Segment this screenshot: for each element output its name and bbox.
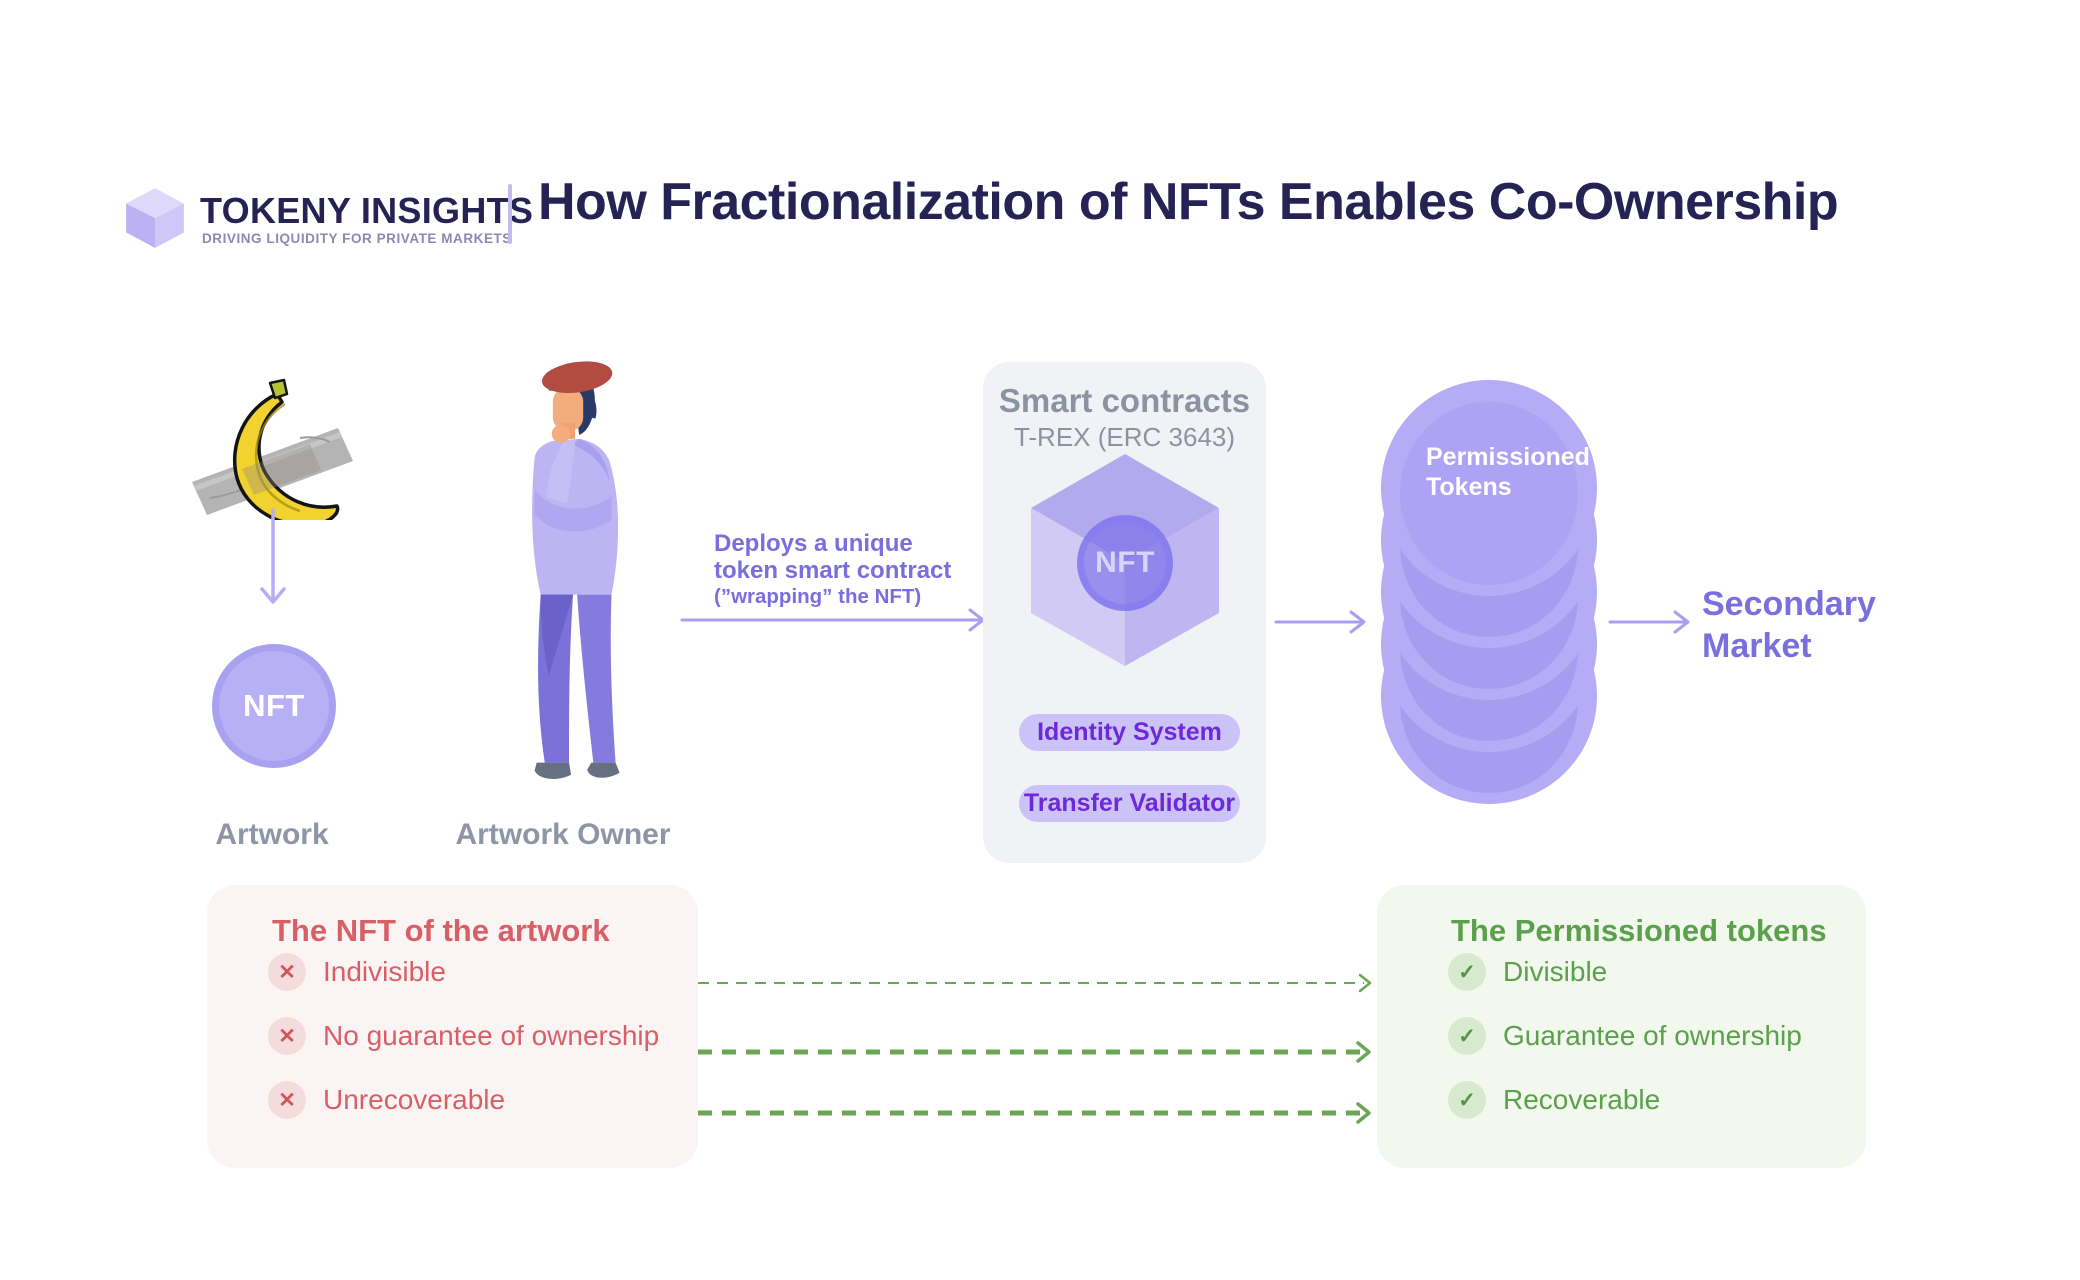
nft-token-label: NFT [219,651,329,761]
header-divider [508,184,512,244]
drawback-label: Indivisible [323,956,446,987]
banana-artwork-illustration [192,378,353,520]
artwork-label: Artwork [215,818,329,851]
page-title: How Fractionalization of NFTs Enables Co… [538,173,1839,231]
benefit-label: Recoverable [1503,1084,1661,1115]
cross-icon: ✕ [268,1017,306,1055]
drawback-row: ✕ Indivisible [268,953,446,991]
arrow-right-icon [1608,610,1690,634]
dashed-arrow-icon [698,973,1372,993]
deploy-caption-line3: (”wrapping” the NFT) [714,585,922,608]
token-coin-top: Permissioned Tokens [1381,380,1597,596]
transfer-validator-pill: Transfer Validator [1019,785,1240,822]
check-icon: ✓ [1448,1017,1486,1055]
dashed-arrow-icon [698,1041,1371,1063]
cross-icon: ✕ [268,953,306,991]
arrow-down-icon [260,508,286,604]
drawback-label: Unrecoverable [323,1084,506,1115]
benefit-row: ✓ Recoverable [1448,1081,1660,1119]
deploy-caption-line2: token smart contract [714,557,952,584]
brand-name: TOKENY INSIGHTS [200,190,534,231]
check-icon: ✓ [1448,953,1486,991]
tokeny-logo-cube-icon [126,188,184,248]
wrapped-nft-circle: NFT [1077,515,1173,611]
nft-drawbacks-card: The NFT of the artwork ✕ Indivisible ✕ N… [207,885,698,1168]
nft-token-circle: NFT [212,644,336,768]
deploy-caption: Deploys a unique token smart contract (”… [714,530,951,609]
drawback-row: ✕ No guarantee of ownership [268,1017,659,1055]
deploy-caption-line1: Deploys a unique [714,530,913,557]
benefit-row: ✓ Guarantee of ownership [1448,1017,1802,1055]
check-icon: ✓ [1448,1081,1486,1119]
cross-icon: ✕ [268,1081,306,1119]
identity-system-pill: Identity System [1019,714,1240,751]
arrow-right-icon [1274,610,1366,634]
benefit-label: Guarantee of ownership [1503,1020,1802,1051]
brand-tagline: DRIVING LIQUIDITY FOR PRIVATE MARKETS [202,231,512,246]
artwork-owner-label: Artwork Owner [455,818,671,851]
benefit-label: Divisible [1503,956,1608,987]
artwork-owner-illustration [532,361,620,779]
dashed-arrow-icon [698,1102,1371,1124]
permissioned-tokens-label: Permissioned Tokens [1426,443,1590,501]
arrow-right-icon [680,608,985,632]
drawback-row: ✕ Unrecoverable [268,1081,505,1119]
wrapped-nft-label: NFT [1095,546,1155,579]
benefit-row: ✓ Divisible [1448,953,1607,991]
permissioned-tokens-stack: Permissioned Tokens [1381,380,1597,804]
permissioned-benefits-title: The Permissioned tokens [1451,913,1827,948]
drawback-label: No guarantee of ownership [323,1020,660,1051]
smart-contracts-card: Smart contracts T-REX (ERC 3643) NFT Ide… [983,362,1266,863]
permissioned-benefits-card: The Permissioned tokens ✓ Divisible ✓ Gu… [1377,885,1866,1168]
smart-contracts-title: Smart contracts [998,382,1251,419]
coin-face [1400,401,1578,586]
secondary-market-label: Secondary Market [1702,585,1876,665]
smart-contracts-subtitle: T-REX (ERC 3643) [1013,422,1236,452]
nft-drawbacks-title: The NFT of the artwork [272,913,610,948]
nft-cube-illustration [1031,454,1219,666]
